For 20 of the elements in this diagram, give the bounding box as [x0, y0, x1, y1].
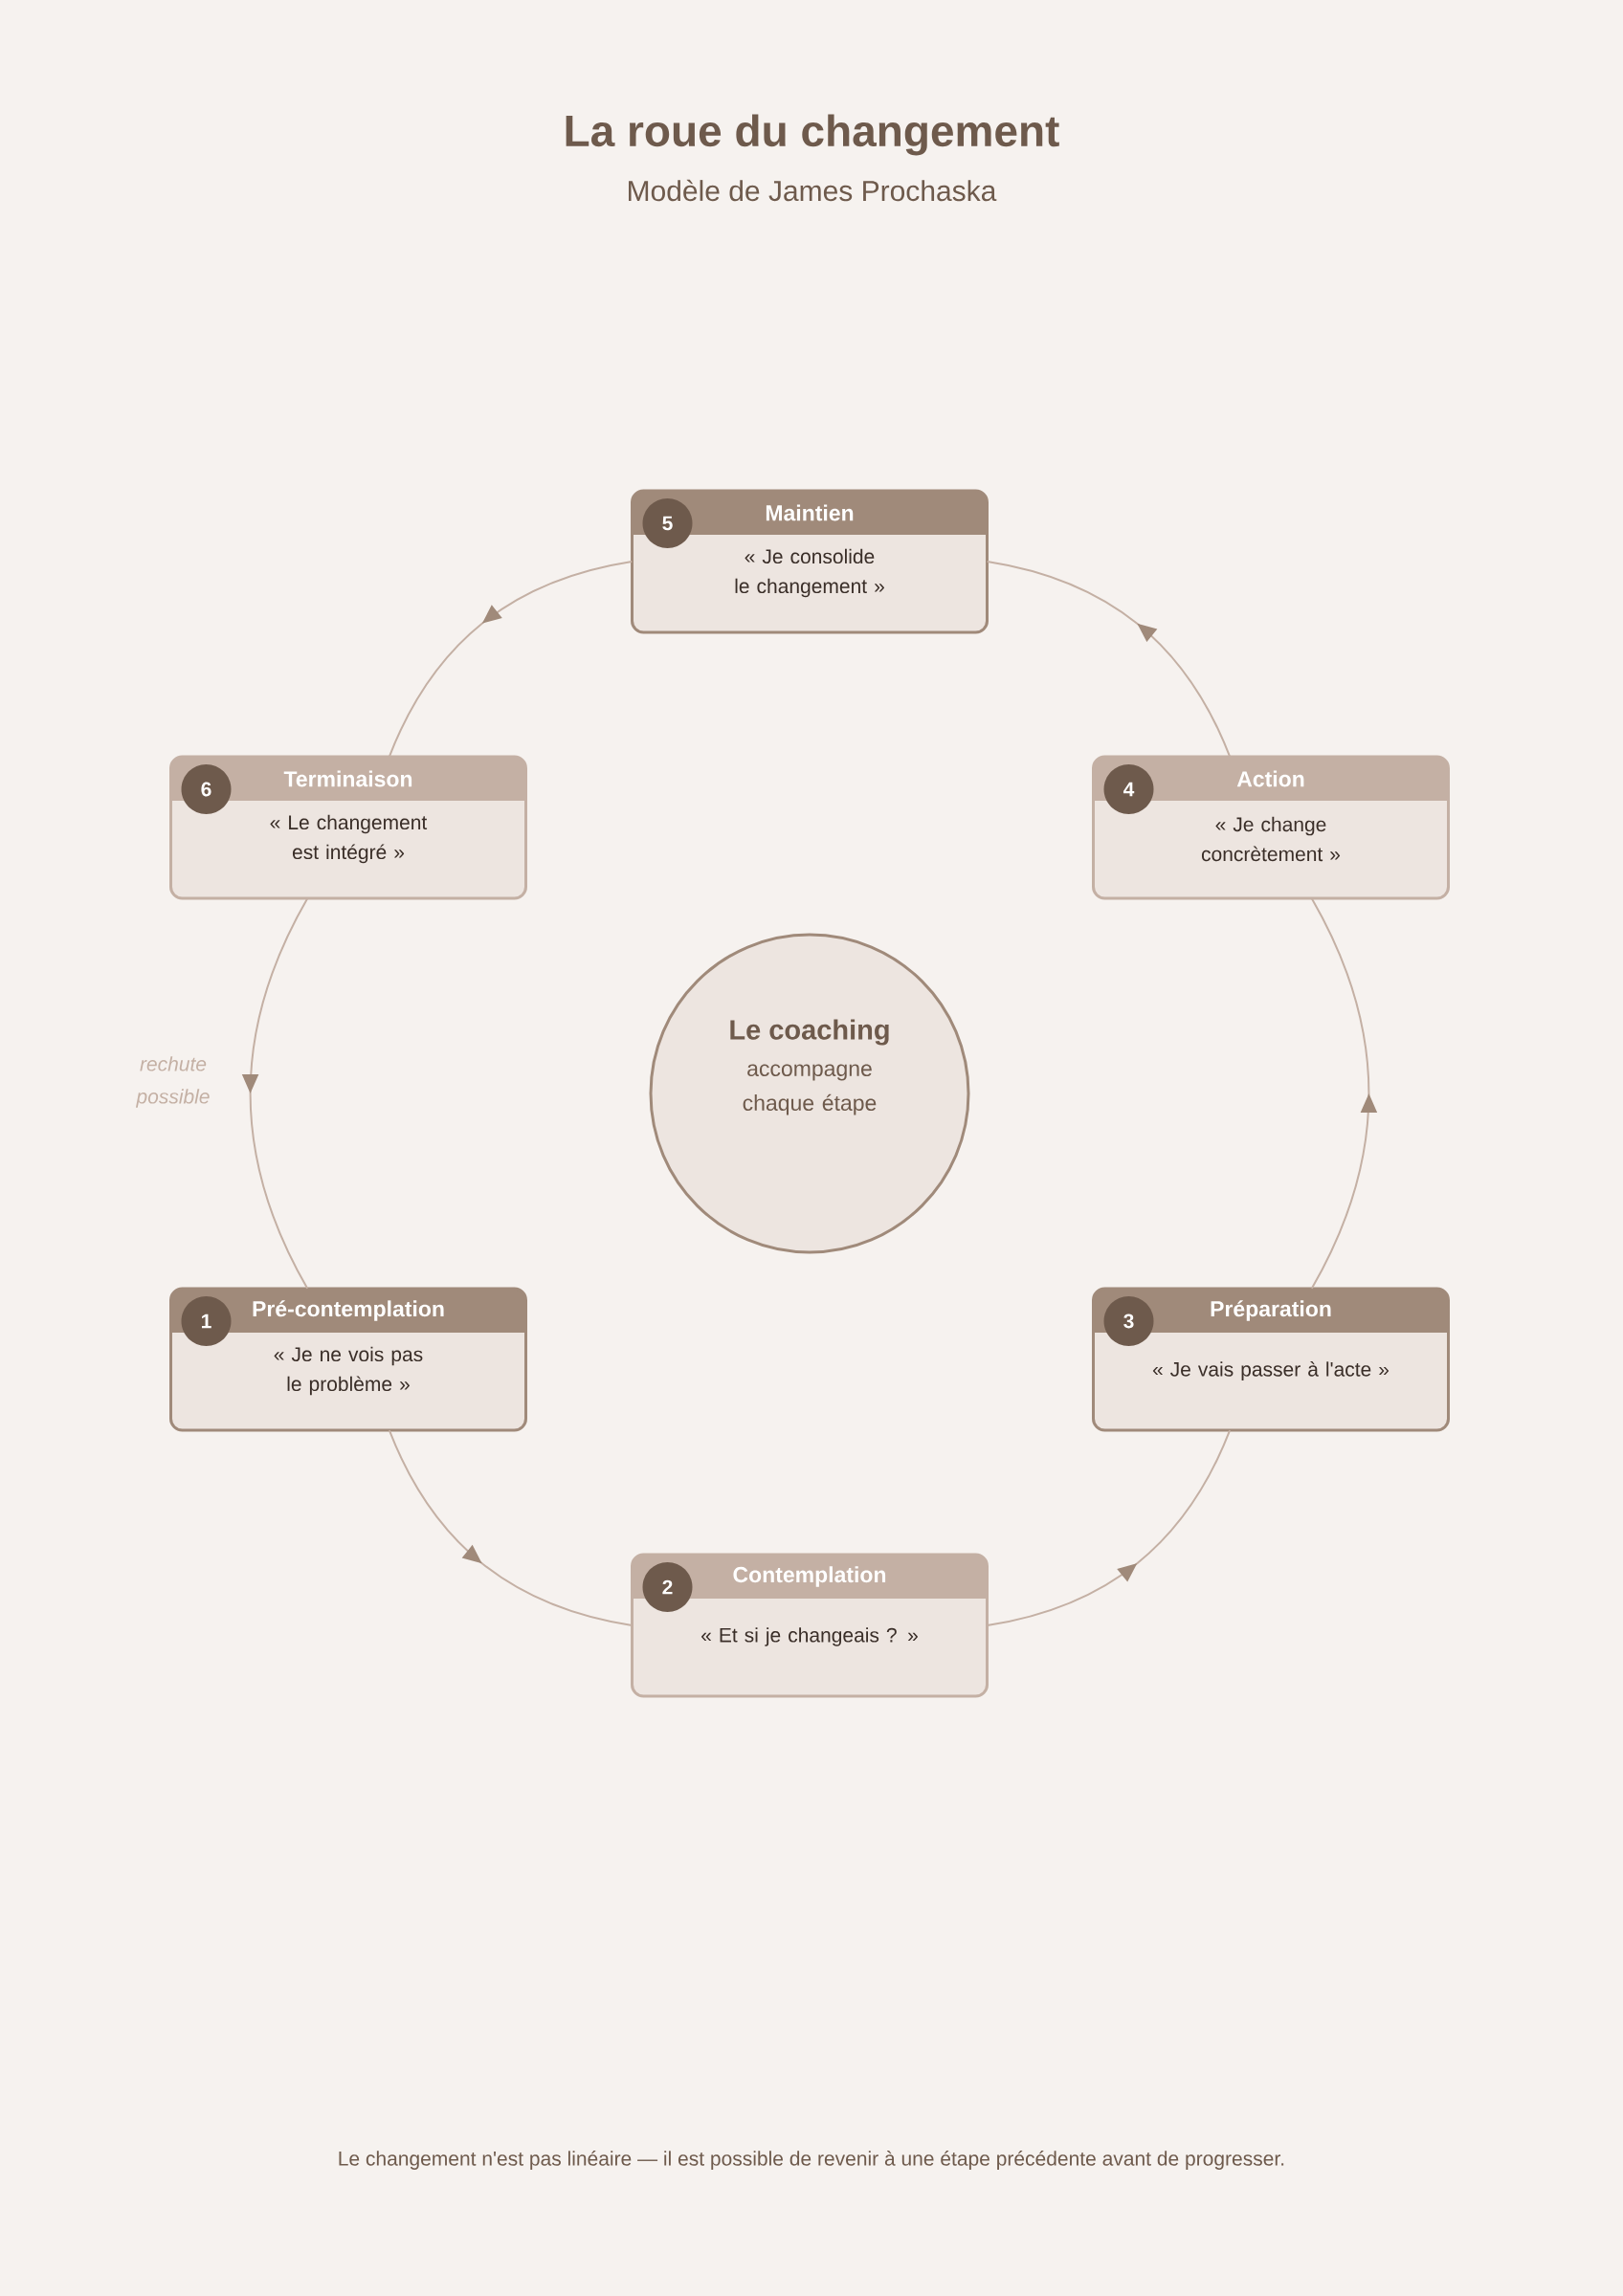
subtitle: Modèle de James Prochaska: [629, 179, 997, 202]
stage-card: 5 Maintien « Je consolide le changement »: [631, 489, 989, 634]
number-badge: 4: [1103, 764, 1154, 814]
stage-card: 6 Terminaison « Le changement est intégré »: [169, 755, 527, 900]
title: La roue du changement: [566, 114, 1059, 156]
number-badge: 3: [1103, 1296, 1154, 1346]
number-badge: 1: [181, 1296, 232, 1346]
number-badge: 2: [642, 1562, 693, 1612]
arrow: [986, 560, 1232, 758]
edge-label: rechute possible: [135, 1056, 210, 1108]
arrow: [986, 1429, 1232, 1627]
stage-card: 4 Action « Je change concrètement »: [1092, 755, 1450, 900]
stage-card: 2 Contemplation « Et si je changeais ? »: [631, 1553, 989, 1698]
caption: Le changement n'est pas linéaire — il est possible de revenir à une étape précédente avant de progresser.: [339, 2151, 1284, 2170]
arrow: [388, 560, 634, 758]
arrow: [388, 1429, 634, 1627]
number-badge: 6: [181, 764, 232, 814]
stage-card: 1 Pré-contemplation « Je ne vois pas le problème »: [169, 1287, 527, 1432]
stage-card: 3 Préparation « Je vais passer à l'acte »: [1092, 1287, 1450, 1432]
number-badge: 5: [642, 498, 693, 548]
